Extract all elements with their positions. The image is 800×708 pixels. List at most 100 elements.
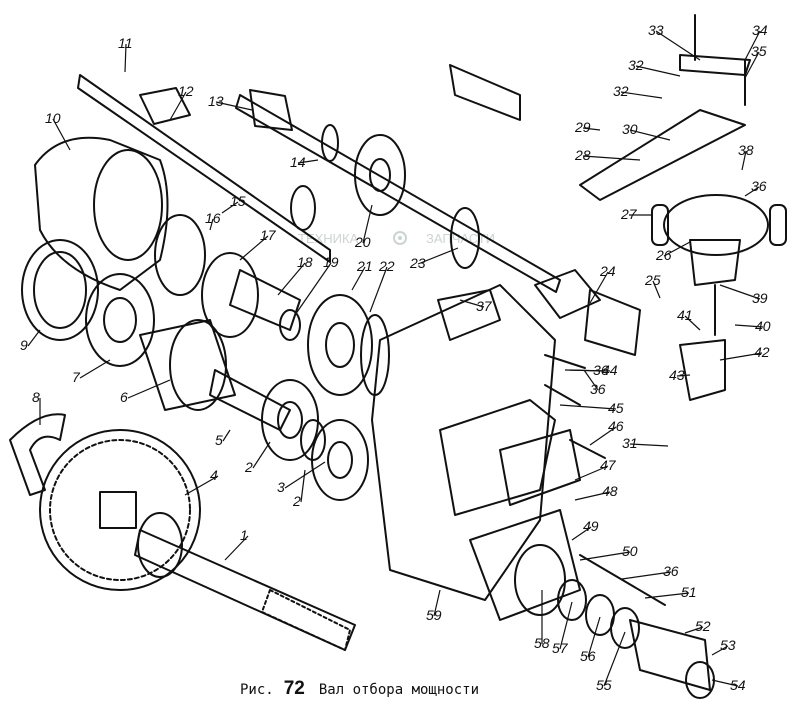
- leader-line: [719, 352, 763, 361]
- part-number-label: 29: [574, 119, 591, 135]
- leader-line: [417, 247, 459, 265]
- part-number-label: 27: [620, 206, 638, 222]
- part-number-label: 35: [751, 43, 767, 59]
- part-number-label: 14: [290, 154, 306, 170]
- part-number-label: 37: [476, 298, 493, 314]
- part-number-label: 50: [622, 543, 638, 559]
- part-number-label: 28: [574, 147, 591, 163]
- part-number-label: 26: [655, 247, 672, 263]
- part-number-label: 38: [738, 142, 754, 158]
- leader-line: [559, 404, 617, 410]
- leader-line: [209, 218, 214, 231]
- part-number-label: 32: [628, 57, 644, 73]
- bolt-45: [544, 384, 581, 406]
- shaft-1: [134, 529, 356, 651]
- part-number-label: 25: [644, 272, 661, 288]
- leader-line: [52, 118, 71, 151]
- sleeve-6: [139, 319, 236, 411]
- part-number-label: 6: [120, 389, 128, 405]
- bolt-47: [569, 439, 606, 459]
- bearing-17: [154, 214, 206, 296]
- bracket-8: [9, 413, 66, 496]
- leader-lines: [27, 30, 764, 687]
- lever-28: [579, 109, 746, 201]
- bearing-7-inner: [103, 297, 137, 343]
- part-number-label: 34: [752, 22, 768, 38]
- part-number-label: 15: [230, 193, 246, 209]
- bracket-34: [679, 54, 751, 76]
- seal-58: [514, 544, 566, 616]
- part-number-label: 42: [754, 344, 770, 360]
- part-number-label: 52: [695, 618, 711, 634]
- leader-line: [684, 626, 704, 634]
- part-number-label: 19: [323, 254, 339, 270]
- part-number-label: 36: [663, 563, 679, 579]
- bearing-20-inner: [369, 158, 391, 192]
- leader-line: [676, 374, 691, 377]
- bushing-27: [651, 204, 669, 246]
- gear-4-teeth: [49, 439, 191, 581]
- hub-18: [229, 269, 301, 331]
- leader-line: [221, 201, 239, 214]
- part-number-label: 47: [600, 457, 617, 473]
- bearing-2a-inner: [277, 401, 303, 439]
- leader-line: [621, 571, 672, 580]
- leader-line: [655, 30, 701, 61]
- ring-14: [321, 124, 339, 162]
- part-number-label: 55: [596, 677, 612, 693]
- gear-17: [201, 252, 259, 338]
- leader-line: [620, 91, 663, 99]
- leader-line: [741, 150, 747, 171]
- part-number-label: 17: [260, 227, 277, 243]
- housing-10-bore: [93, 149, 163, 261]
- leader-line: [559, 601, 573, 650]
- leader-line: [711, 645, 729, 656]
- cap-54: [629, 619, 711, 691]
- part-number-label: 12: [178, 83, 194, 99]
- leader-line: [369, 266, 388, 313]
- leader-line: [744, 186, 760, 197]
- leader-line: [684, 315, 701, 331]
- leader-line: [711, 679, 739, 687]
- part-number-label: 51: [681, 584, 697, 600]
- part-number-label: 20: [354, 234, 371, 250]
- leader-line: [652, 280, 661, 299]
- part-number-label: 24: [599, 263, 616, 279]
- ring-56: [585, 594, 615, 636]
- leader-line: [297, 159, 319, 164]
- flange-59: [469, 509, 581, 621]
- part-number-label: 1: [240, 527, 248, 543]
- parts-drawing: [9, 14, 787, 699]
- part-number-label: 21: [356, 258, 373, 274]
- leader-line: [433, 589, 441, 617]
- figure-title: Вал отбора мощности: [318, 682, 480, 698]
- part-number-label: 58: [534, 635, 550, 651]
- part-number-label: 2: [292, 493, 301, 509]
- part-number-label: 43: [669, 367, 685, 383]
- coupling-29: [534, 269, 601, 319]
- gear-icon: [393, 231, 407, 245]
- leader-line: [124, 43, 127, 73]
- watermark: ТЕХНИКА ЗАПЧАСТИ: [298, 231, 495, 246]
- coupling-24: [584, 289, 641, 356]
- cover-46: [439, 399, 556, 516]
- leader-line: [582, 155, 641, 161]
- part-number-label: 2: [244, 459, 253, 475]
- part-number-label: 45: [608, 400, 624, 416]
- bearing-2a: [261, 379, 319, 461]
- fork-41: [679, 339, 726, 401]
- leader-line: [239, 235, 269, 261]
- spline-end: [290, 185, 316, 231]
- fork-29: [449, 64, 521, 121]
- cover-48: [499, 429, 581, 506]
- watermark-right-text: ЗАПЧАСТИ: [426, 231, 495, 246]
- watermark-left-text: ТЕХНИКА: [298, 231, 359, 246]
- shaft-13: [235, 94, 561, 293]
- part-number-label: 22: [378, 258, 395, 274]
- part-number-label: 18: [297, 254, 313, 270]
- part-number-label: 11: [118, 35, 133, 51]
- shaft-11: [77, 74, 331, 263]
- leader-line: [644, 592, 690, 599]
